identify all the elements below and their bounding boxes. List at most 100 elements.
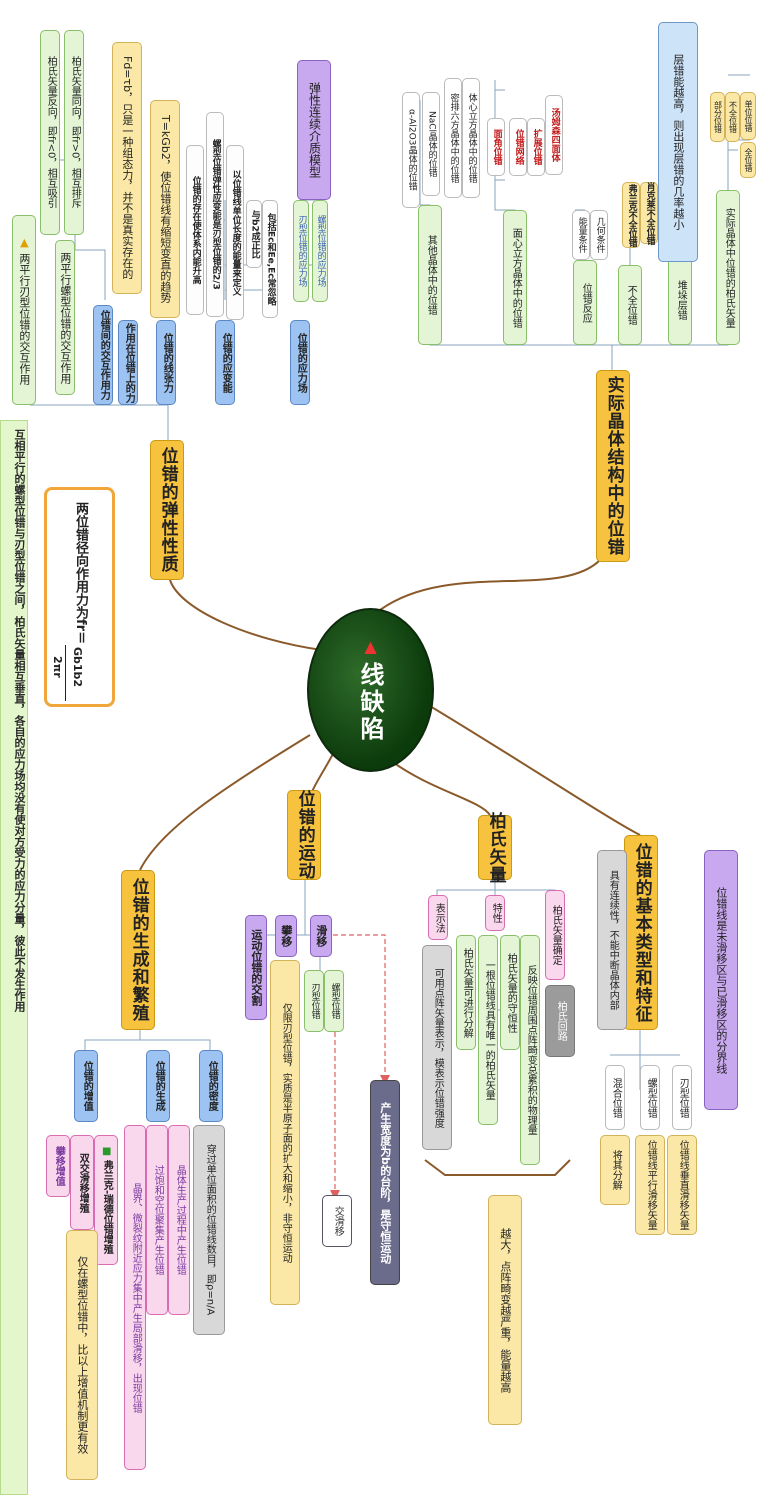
central-topic[interactable]: ▲ 线缺陷 [307,608,434,772]
branch-real-crystal[interactable]: 实际晶体结构中的位错 [596,370,630,562]
origin-stress: 晶界、微裂纹附近应力集中产生局部滑移，出现位错 [124,1125,146,1470]
fcc-dislocation[interactable]: 面心立方晶体中的位错 [503,210,527,345]
full-dislocation[interactable]: 全位错 [740,142,756,178]
formula-label: 两位错径向作用力为fr＝ [73,502,88,645]
property-conservation: 柏氏矢量的守恒性 [500,935,520,1050]
same-direction-repel[interactable]: 柏氏矢量同向，即fr>0，相互排斥 [64,30,84,235]
edge-type[interactable]: 刃型位错 [672,1065,692,1130]
shockley-partial[interactable]: 肖克莱不全位错 [640,182,658,245]
branch-burgers[interactable]: 柏氏矢量 [478,812,512,884]
branch-motion[interactable]: 位错的运动 [287,790,321,880]
screw-type[interactable]: 螺型位错 [640,1065,660,1130]
energy-components[interactable]: 包括Ec和Ee,Ec常忽略 [262,200,278,318]
link-elastic [169,579,323,651]
frank-partial[interactable]: 弗兰克不全位错 [622,182,640,248]
mixed-type[interactable]: 混合位错 [605,1065,625,1130]
formula-box: 两位错径向作用力为fr＝ Gb1b2 2πr [44,487,115,707]
dislocation-network[interactable]: 位错网络 [509,118,527,176]
climb-node[interactable]: 攀移 [275,915,297,957]
partial-dislocation-1[interactable]: 不全位错 [725,92,740,142]
nacl-dislocation[interactable]: NaCl晶体的位错 [422,92,440,196]
screw-stress-field[interactable]: 螺型位错的应力场 [312,200,328,302]
link-types [419,699,641,836]
hcp-dislocation[interactable]: 密排六方晶体中的位错 [444,78,462,198]
burgers-determination[interactable]: 柏氏矢量确定 [545,890,565,980]
interaction-force[interactable]: 位错间的交互作用力 [93,305,113,405]
stress-field[interactable]: 位错的应力场 [290,320,310,405]
edge-glide[interactable]: 刃型位错 [304,970,324,1032]
thompson-tetrahedron[interactable]: 汤姆森四面体 [545,95,563,175]
mixed-note: 将其分解 [600,1135,630,1205]
density-note: 穿过单位面积的位错线数目，即ρ=n/A [193,1125,225,1335]
step-note: 产生宽度为b的台阶，是守恒运动 [370,1080,400,1285]
burgers-circuit[interactable]: 柏氏回路 [545,985,575,1057]
multiplication-note: 仅在螺型位错中，比以上增值机制更有效 [66,1230,98,1480]
parallel-screw-interaction[interactable]: 两平行螺型位错的交互作用 [55,240,75,395]
energy-raise[interactable]: 位错的存在使体系内能升高 [186,145,204,315]
partial-dislocation[interactable]: 不全位错 [618,265,642,345]
frank-read-source[interactable]: ■ 弗兰克-瑞德位错增殖 [94,1135,118,1265]
partial-dislocation-2[interactable]: 部分位错 [710,92,725,142]
branch-generation[interactable]: 位错的生成和繁殖 [121,870,155,1030]
dislocation-reaction[interactable]: 位错反应 [573,260,597,345]
tension-formula: T=kGb2，使位错线有缩短变直的趋势 [150,100,180,318]
parallel-edge-interaction[interactable]: ▲ 两平行刃型位错的交互作用 [12,215,36,405]
force-on-dislocation[interactable]: 作用在位错上的力 [118,320,138,405]
energy-definition[interactable]: 以位错线单位长度的能量来定义 [226,145,244,320]
burgers-property[interactable]: 特性 [485,895,505,931]
flag-icon: ■ [101,1145,113,1157]
line-tension[interactable]: 位错的线张力 [156,320,176,405]
edge-stress-field[interactable]: 刃型位错的应力场 [293,200,309,302]
opposite-direction-attract[interactable]: 柏氏矢量反向，即fr<0，相互吸引 [40,30,60,235]
interaction-banner: 互相平行的螺型位错与刃型位错之间，柏氏矢量相互垂直，各自的应力场均没有使对方受力… [0,420,28,1495]
continuity-note: 具有连续性，不能中断晶体内部 [597,850,627,1030]
climb-multiplication[interactable]: 攀移增值 [46,1135,70,1197]
continuum-model[interactable]: 弹性连续介质模型 [297,60,331,200]
frank-read-label: 弗兰克-瑞德位错增殖 [101,1159,113,1255]
parallel-edge-label: 两平行刃型位错的交互作用 [17,252,31,385]
rocket-icon: ▲ [364,637,377,656]
screw-note: 位错线平行滑移矢量 [635,1135,665,1235]
formula-bar [65,645,66,701]
climb-note: 仅限刃型位错，实质是半原子面的扩大和缩小，非守恒运动 [270,960,300,1305]
unit-dislocation[interactable]: 单位位错 [740,92,756,140]
notation-note: 可用点阵矢量表示，模表示位错强度 [422,945,452,1150]
double-cross-slip[interactable]: 双交滑移增殖 [70,1135,94,1230]
screw-glide[interactable]: 螺型位错 [324,970,344,1032]
force-formula: Fd=τb，只是一种组态力，并不是真实存在的 [112,42,142,294]
edge-note: 位错线垂直滑移矢量 [667,1135,697,1235]
geometric-condition[interactable]: 几何条件 [590,210,608,260]
extended-dislocation[interactable]: 扩展位错 [527,118,545,176]
link-gen [139,734,311,871]
energy-proportional[interactable]: 与b2成正比 [246,200,262,268]
lomer-dislocation[interactable]: 面角位错 [487,118,505,176]
energy-condition[interactable]: 能量条件 [572,210,590,260]
burgers-larger-note: 越大，点阵畸变越严重，能量越高 [488,1195,522,1425]
bcc-dislocation[interactable]: 体心立方晶体中的位错 [462,78,480,198]
glide-node[interactable]: 滑移 [310,915,332,957]
stacking-fault[interactable]: 堆垛层错 [668,255,692,345]
dislocation-origin[interactable]: 位错的生成 [146,1050,170,1122]
energy-ratio[interactable]: 螺型位错弹性应变能是刃型位错的2/3 [206,112,224,317]
branch-types[interactable]: 位错的基本类型和特征 [624,835,658,1030]
origin-vacancy: 过饱和空位聚集产生位错 [146,1125,168,1315]
real-burgers-node[interactable]: 实际晶体中位错的柏氏矢量 [716,190,740,345]
alumina-dislocation[interactable]: α-Al2O3晶体的位错 [402,92,420,208]
property-decompose: 柏氏矢量可进行分解 [456,935,476,1050]
link-real [379,559,601,611]
dislocation-multiplication[interactable]: 位错的增值 [74,1050,98,1122]
cutting-node[interactable]: 运动位错的交割 [245,915,267,1020]
stacking-fault-note: 层错能越高，则出现层错的几率越小 [658,22,698,262]
origin-growth: 晶体生产过程中产生位错 [168,1125,190,1315]
branch-elastic[interactable]: 位错的弹性性质 [150,440,184,580]
burgers-notation[interactable]: 表示法 [428,895,448,940]
cross-slip[interactable]: 交滑移 [322,1195,352,1247]
other-crystal[interactable]: 其他晶体中的位错 [418,205,442,345]
boundary-callout: 位错线是未滑移区与已滑移区的分界线 [704,850,738,1110]
property-distortion: 反映位错周围点阵畸变总累积的物理量 [520,935,540,1165]
formula-numerator: Gb1b2 [71,647,84,688]
dislocation-density[interactable]: 位错的密度 [199,1050,223,1122]
strain-energy[interactable]: 位错的应变能 [215,320,235,405]
warning-icon: ▲ [17,235,31,249]
